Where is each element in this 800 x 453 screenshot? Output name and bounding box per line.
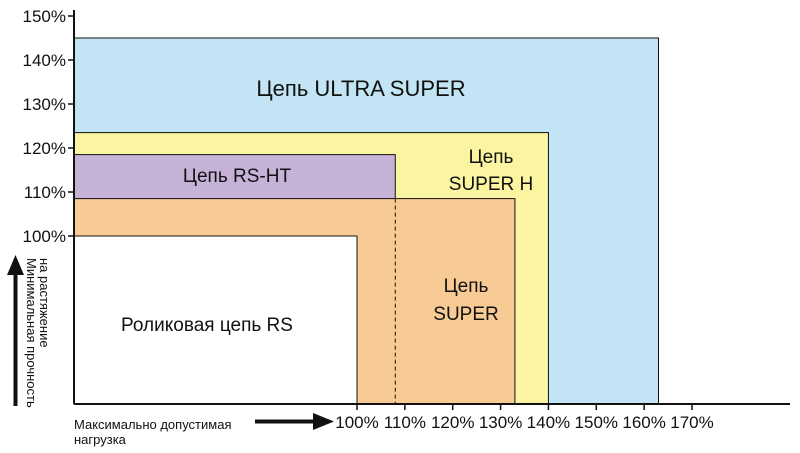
x-axis-label-line2: нагрузка	[74, 432, 127, 447]
y-tick-label: 130%	[23, 95, 66, 114]
x-tick-label: 130%	[479, 413, 522, 432]
x-tick-label: 140%	[527, 413, 570, 432]
x-tick-label: 160%	[622, 413, 665, 432]
region-label-3-0: Цепь	[444, 276, 489, 297]
region-label-2-0: Цепь RS-HT	[183, 166, 292, 187]
y-tick-label: 120%	[23, 139, 66, 158]
region-label-4-0: Роликовая цепь RS	[121, 315, 293, 336]
x-tick-label: 110%	[384, 413, 426, 432]
y-axis-label-line1: Минимальная прочность	[24, 258, 39, 408]
x-tick-label: 120%	[431, 413, 474, 432]
y-axis-arrow	[7, 255, 24, 406]
axes	[73, 10, 790, 405]
region-label-0-0: Цепь ULTRA SUPER	[256, 76, 465, 101]
region-label-1-1: SUPER H	[449, 174, 533, 195]
x-tick-label: 170%	[670, 413, 713, 432]
x-axis-ticks: 100% 110% 120% 130% 140% 150%160% 170%	[335, 404, 714, 432]
y-tick-label: 150%	[23, 7, 66, 26]
y-axis-label-line2: на растяжение	[37, 258, 52, 348]
chain-regions	[73, 37, 659, 405]
y-tick-label: 140%	[23, 51, 66, 70]
x-tick-label: 150%	[575, 413, 618, 432]
y-axis-ticks: 100% 110% 120% 130% 140% 150%	[23, 7, 74, 246]
region-label-1-0: Цепь	[469, 147, 514, 168]
x-tick-label: 100%	[335, 413, 378, 432]
x-axis-label-line1: Максимально допустимая	[74, 417, 231, 432]
x-axis-arrow	[255, 413, 334, 430]
region-4	[73, 235, 358, 405]
y-tick-label: 100%	[23, 227, 66, 246]
region-label-3-1: SUPER	[433, 304, 498, 325]
y-tick-label: 110%	[24, 183, 66, 202]
